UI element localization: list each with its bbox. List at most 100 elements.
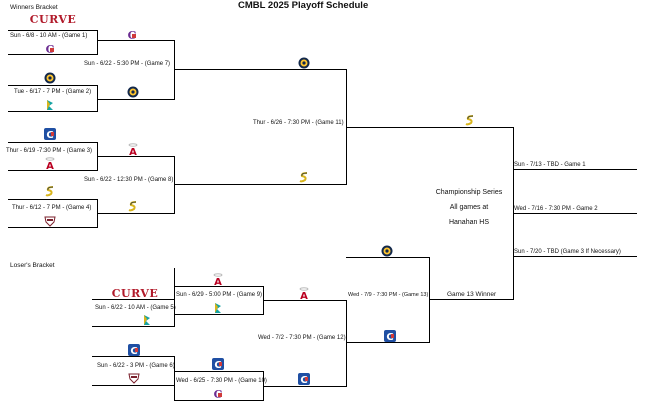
- g1-top-line: [8, 30, 98, 31]
- g13-top-line: [346, 257, 430, 258]
- game-13-winner-label: Game 13 Winner: [447, 291, 497, 298]
- g1-bottom-line: [8, 54, 98, 55]
- championship-game-2-label: Wed - 7/16 - 7:30 PM - Game 2: [514, 206, 598, 212]
- team-logo-curve: CURVE: [110, 286, 160, 300]
- g3-bottom-line: [8, 170, 98, 171]
- angels-logo-icon: A: [44, 156, 56, 172]
- svg-text:A: A: [129, 147, 137, 155]
- championship-game-3-line: [513, 256, 637, 257]
- game-7-label: Sun - 6/22 - 5:30 PM - (Game 7): [84, 61, 171, 67]
- g13-connector: [429, 257, 430, 343]
- purple-c-logo-icon: C: [126, 28, 138, 42]
- gold-s-logo-icon: [464, 113, 476, 126]
- angels-logo-icon: A: [212, 272, 224, 288]
- championship-line-3: Hanahan HS: [448, 219, 490, 226]
- g5-top-line: [92, 299, 175, 300]
- shield-logo-icon: [128, 371, 140, 384]
- g2-connector: [97, 85, 98, 112]
- teal-flag-logo-icon: [44, 98, 56, 110]
- angels-logo-icon: A: [298, 286, 310, 302]
- g12-connector: [346, 300, 347, 387]
- svg-text:C: C: [214, 360, 221, 370]
- game-12-label: Wed - 7/2 - 7:30 PM - (Game 12): [258, 335, 346, 341]
- g2-bottom-line: [8, 111, 98, 112]
- g10-top-line: [174, 371, 264, 372]
- svg-text:A: A: [214, 277, 222, 285]
- g6-top-line: [92, 356, 175, 357]
- teal-flag-logo-icon: [212, 301, 224, 313]
- g10-bottom-line: [174, 400, 264, 401]
- svg-text:C: C: [386, 332, 393, 342]
- blue-c-logo-icon: C: [128, 343, 140, 357]
- g13-out-line: [429, 299, 514, 300]
- championship-game-1-label: Sun - 7/13 - TBD - Game 1: [514, 162, 586, 168]
- game-5-label: Sun - 6/22 - 10 AM - (Game 5): [95, 305, 176, 311]
- g9-top-line: [174, 286, 264, 287]
- g9-out-line: [263, 300, 347, 301]
- championship-line-1: Championship Series: [435, 189, 503, 196]
- gold-s-logo-icon: [127, 199, 139, 212]
- gold-s-logo-icon: [44, 184, 56, 197]
- g7-out-line: [174, 69, 347, 70]
- g6-bottom-line: [92, 385, 175, 386]
- team-logo-curve: CURVE: [28, 12, 78, 26]
- svg-text:C: C: [300, 375, 307, 385]
- brewers-logo-icon: [381, 244, 393, 257]
- championship-line-2: All games at: [449, 204, 489, 211]
- game-6-label: Sun - 6/22 - 3 PM - (Game 6): [97, 363, 175, 369]
- g3-out-line: [97, 156, 175, 157]
- g5-connector: [174, 268, 175, 327]
- g8-out-line: [174, 184, 347, 185]
- g6-connector: [174, 356, 175, 401]
- game-2-label: Tue - 6/17 - 7 PM - (Game 2): [14, 89, 92, 95]
- g3-top-line: [8, 142, 98, 143]
- game-11-label: Thur - 6/26 - 7:30 PM - (Game 11): [253, 120, 344, 126]
- championship-game-2-line: [513, 213, 637, 214]
- gold-s-logo-icon: [298, 170, 310, 183]
- blue-c-logo-icon: C: [298, 372, 310, 386]
- game-8-label: Sun - 6/22 - 12:30 PM - (Game 8): [84, 177, 174, 183]
- teal-flag-logo-icon: [141, 313, 153, 325]
- g5-bottom-line: [92, 326, 175, 327]
- curve-wordmark: CURVE: [29, 12, 77, 26]
- game-13-label: Wed - 7/9 - 7:30 PM - (Game 13): [348, 292, 429, 298]
- blue-c-logo-icon: C: [212, 357, 224, 371]
- g7-connector: [174, 40, 175, 100]
- game-9-label: Sun - 6/29 - 5:00 PM - (Game 9): [176, 292, 263, 298]
- brewers-logo-icon: [44, 71, 56, 84]
- g4-bottom-line: [8, 227, 98, 228]
- brewers-logo-icon: [127, 85, 139, 98]
- g12-out-line: [346, 342, 430, 343]
- g9-bottom-line: [174, 314, 264, 315]
- g1-connector: [97, 30, 98, 55]
- shield-logo-icon: [44, 214, 56, 227]
- g1-out-line: [97, 40, 175, 41]
- svg-text:A: A: [46, 161, 54, 169]
- g10-out-line: [263, 386, 347, 387]
- g4-out-line: [97, 213, 175, 214]
- g4-top-line: [8, 199, 98, 200]
- brewers-logo-icon: [298, 56, 310, 69]
- winners-bracket-label: Winners Bracket: [10, 4, 58, 11]
- blue-c-logo-icon: C: [44, 127, 56, 141]
- championship-game-3-label: Sun - 7/20 - TBD (Game 3 If Necessary): [514, 249, 621, 255]
- svg-text:C: C: [46, 130, 53, 140]
- g2-out-line: [97, 99, 175, 100]
- g2-top-line: [8, 85, 98, 86]
- angels-logo-icon: A: [127, 142, 139, 158]
- g8-connector: [174, 156, 175, 214]
- game-1-label: Sun - 6/8 - 10 AM - (Game 1): [10, 33, 88, 39]
- g11-out-line: [346, 127, 514, 128]
- svg-text:A: A: [300, 291, 308, 299]
- purple-c-logo-icon: C: [44, 42, 56, 56]
- championship-game-1-line: [513, 169, 637, 170]
- blue-c-logo-icon: C: [384, 329, 396, 343]
- curve-wordmark: CURVE: [111, 286, 159, 300]
- game-4-label: Thur - 6/12 - 7 PM - (Game 4): [12, 205, 92, 211]
- svg-text:C: C: [130, 346, 137, 356]
- game-10-label: Wed - 6/25 - 7:30 PM - (Game 10): [176, 378, 267, 384]
- game-3-label: Thur - 6/19 -7:30 PM - (Game 3): [6, 148, 93, 154]
- purple-c-logo-icon: C: [212, 387, 224, 401]
- losers-bracket-label: Loser's Bracket: [10, 262, 55, 269]
- page-title: CMBL 2025 Playoff Schedule: [238, 0, 369, 11]
